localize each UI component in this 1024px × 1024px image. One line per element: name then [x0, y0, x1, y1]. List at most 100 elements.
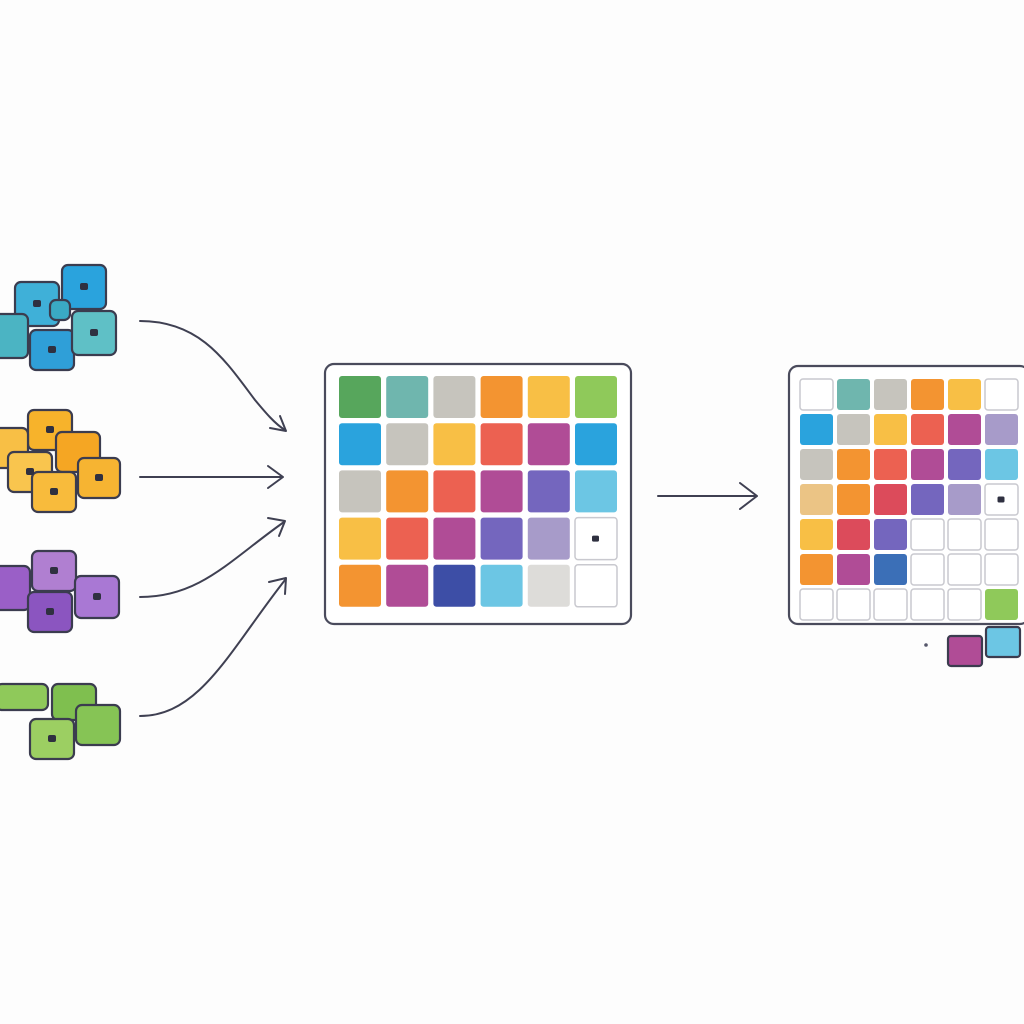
empty-cell [873, 588, 908, 621]
grid-cell [480, 376, 523, 418]
grid-cell [874, 414, 907, 445]
grid-cell [339, 376, 381, 418]
grid-cell [386, 376, 429, 418]
grid-cell [911, 484, 944, 515]
overflow-tiles [946, 625, 1022, 668]
grid-cell [433, 470, 476, 513]
arrow-green-to-grid [139, 579, 286, 717]
grid-cell [911, 379, 944, 410]
grid-cell [837, 414, 870, 445]
grid-cell [985, 414, 1018, 445]
grid-cell [948, 484, 981, 515]
blue-tile-group [0, 263, 118, 372]
source-tile [74, 703, 122, 747]
empty-cell [799, 588, 834, 621]
overflow-speck [924, 643, 928, 647]
grid-cell [575, 423, 617, 466]
grid-cell [575, 470, 617, 513]
arrow-green-head [268, 577, 287, 595]
empty-cell [910, 553, 945, 586]
tile-marker [48, 346, 56, 353]
empty-cell [947, 553, 982, 586]
grid-cell [527, 376, 570, 418]
grid-cell [837, 484, 870, 515]
output-grid [799, 378, 1019, 621]
grid-cell [386, 564, 429, 607]
grid-cell [837, 519, 870, 550]
cell-marker [997, 496, 1005, 503]
grid-cell [527, 470, 570, 513]
overflow-tile [946, 634, 984, 668]
grid-cell [837, 554, 870, 585]
empty-cell [947, 588, 982, 621]
empty-cell [910, 518, 945, 551]
grid-cell [480, 470, 523, 513]
grid-cell [948, 449, 981, 480]
empty-cell [799, 378, 834, 411]
grid-cell [433, 423, 476, 466]
empty-cell [836, 588, 871, 621]
empty-cell [574, 564, 618, 608]
grid-cell [386, 423, 429, 466]
empty-cell [910, 588, 945, 621]
grid-cell [527, 564, 570, 607]
grid-cell [386, 470, 429, 513]
grid-cell [837, 379, 870, 410]
purple-tile-group [0, 549, 121, 634]
grid-cell [386, 517, 429, 560]
empty-cell [984, 378, 1019, 411]
grid-cell [874, 554, 907, 585]
grid-cell [837, 449, 870, 480]
empty-cell [984, 553, 1019, 586]
grid-cell [575, 376, 617, 418]
grid-cell [800, 519, 833, 550]
grid-cell [911, 449, 944, 480]
tile-marker [46, 426, 54, 433]
overflow-tile [984, 625, 1022, 659]
arrow-grid-to-output-head [739, 482, 758, 510]
grid-cell [480, 517, 523, 560]
empty-cell [984, 518, 1019, 551]
grid-cell [527, 517, 570, 560]
transform-arrow [657, 482, 758, 510]
tile-marker [48, 735, 56, 742]
grid-cell [480, 423, 523, 466]
grid-cell [874, 519, 907, 550]
tile-marker [90, 329, 98, 336]
grid-cell [339, 517, 381, 560]
tile-marker [33, 300, 41, 307]
source-tile [0, 682, 50, 712]
arrow-purple-to-grid [139, 521, 285, 598]
arrow-yellow-head [267, 465, 284, 489]
grid-cell [911, 414, 944, 445]
grid-cell [985, 589, 1018, 620]
grid-cell [948, 379, 981, 410]
cell-marker [592, 535, 599, 542]
grid-cell [433, 376, 476, 418]
tile-marker [26, 468, 34, 475]
tile-marker [50, 488, 58, 495]
grid-cell [985, 449, 1018, 480]
arrow-purple-head [267, 517, 286, 537]
tile-marker [50, 567, 58, 574]
grid-cell [800, 554, 833, 585]
grid-cell [800, 414, 833, 445]
tile-marker [93, 593, 101, 600]
grid-cell [339, 564, 381, 607]
grid-cell [874, 379, 907, 410]
green-tile-group [0, 682, 122, 761]
grid-cell [874, 449, 907, 480]
grid-cell [527, 423, 570, 466]
tile-marker [46, 608, 54, 615]
source-tile [0, 564, 32, 612]
source-tile [48, 298, 72, 322]
tile-marker [95, 474, 103, 481]
arrow-blue-to-grid [139, 320, 286, 431]
grid-cell [948, 414, 981, 445]
arrow-blue-head [269, 415, 287, 432]
grid-cell [339, 423, 381, 466]
grid-cell [800, 449, 833, 480]
tile-marker [80, 283, 88, 290]
grid-cell [339, 470, 381, 513]
